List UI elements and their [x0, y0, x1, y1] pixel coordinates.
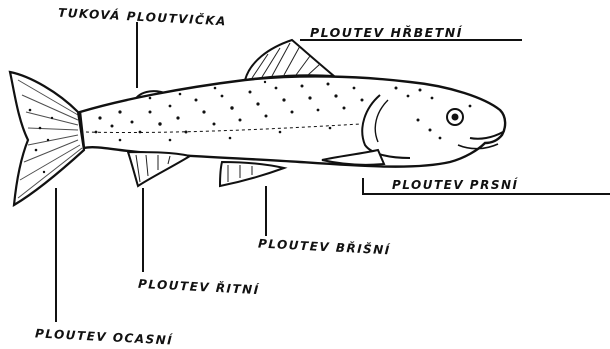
caudal-fin	[10, 72, 84, 205]
anal-fin	[128, 152, 190, 186]
label-dorsal-fin: PLOUTEV HŘBETNÍ	[310, 25, 463, 40]
label-pectoral-fin: PLOUTEV PRSNÍ	[392, 178, 519, 192]
dorsal-fin	[245, 40, 334, 80]
